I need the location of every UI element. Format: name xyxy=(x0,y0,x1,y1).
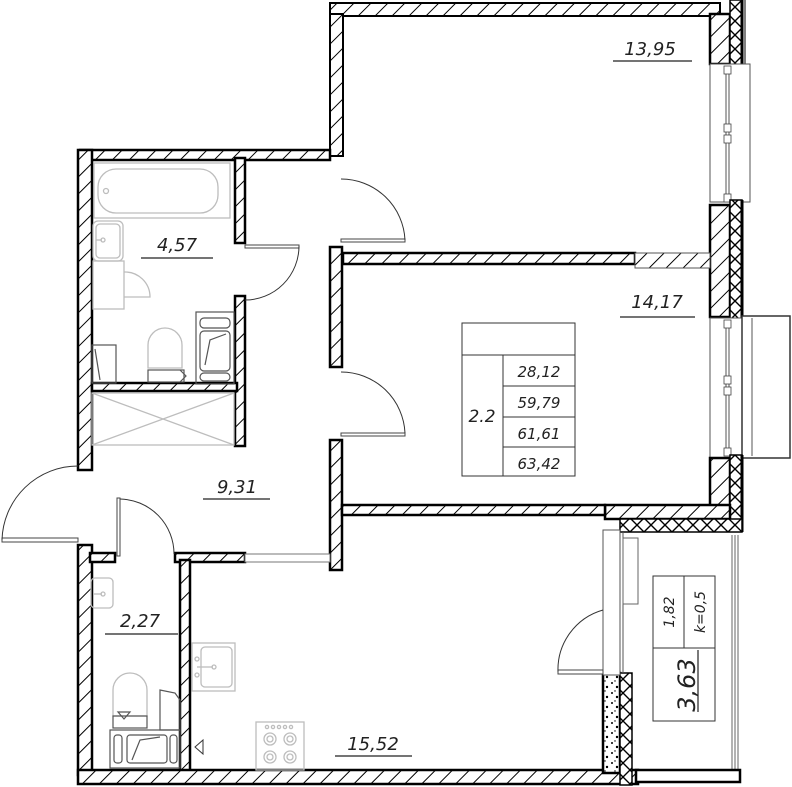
towel-dryer-icon xyxy=(195,311,235,385)
toilet-wc-icon xyxy=(112,672,148,729)
stove-icon xyxy=(255,721,305,771)
ventilation-shaft-icon xyxy=(91,392,235,446)
wall-right-pier-3 xyxy=(708,456,732,510)
balcony-door-glazing xyxy=(602,529,639,676)
doors xyxy=(1,178,604,675)
area-hallway: 9,31 xyxy=(217,477,257,498)
wall-bedroom1-bedroom2 xyxy=(341,251,637,266)
balcony-bottom-slab xyxy=(634,768,742,784)
partition-hall-kitchen xyxy=(244,553,331,563)
door-entrance[interactable] xyxy=(1,465,79,543)
room-label-bathroom: 4,57 xyxy=(141,235,213,259)
wall-bedroom2-bottom-outer xyxy=(603,503,732,521)
wall-bedroom2-left xyxy=(328,245,344,369)
fixtures xyxy=(90,162,305,771)
wall-bedroom2-left-lower xyxy=(328,438,344,572)
toilet-bathroom-icon xyxy=(147,327,187,383)
wc-radiator-icon xyxy=(109,729,181,769)
door-balcony[interactable] xyxy=(557,609,604,675)
door-bedroom-2[interactable] xyxy=(340,371,406,437)
french-balcony xyxy=(741,315,791,459)
balcony-outer-glazing xyxy=(731,535,739,770)
window-bedroom-2 xyxy=(709,315,791,459)
wall-balcony-parapet xyxy=(601,671,622,775)
wall-wc-top-left xyxy=(88,551,117,564)
door-bedroom-1[interactable] xyxy=(340,178,406,243)
wall-bedroom2-kitchen xyxy=(340,503,607,517)
cabinet-icon xyxy=(91,344,117,384)
wall-bathroom-right-lower xyxy=(233,294,247,448)
balcony-reduced-area: 1,82 xyxy=(662,596,678,627)
room-label-kitchen: 15,52 xyxy=(335,734,412,757)
area-bedroom-1: 13,95 xyxy=(624,39,676,60)
area-bedroom-2: 14,17 xyxy=(631,292,683,313)
room-label-hallway: 9,31 xyxy=(203,477,270,500)
wall-bathroom-top xyxy=(78,148,332,162)
wall-wc-right xyxy=(178,558,192,774)
wc-cabinet-icon xyxy=(159,689,181,731)
room-label-bedroom-2: 14,17 xyxy=(620,292,695,318)
total-area-full: 63,42 xyxy=(518,455,561,473)
insulation-bedroom2-bottom xyxy=(619,518,743,533)
area-balcony: 3,63 xyxy=(673,658,701,711)
door-wc[interactable] xyxy=(116,497,175,557)
washing-machine-icon xyxy=(92,260,151,310)
area-bathroom: 4,57 xyxy=(157,235,198,256)
apartment-type: 2.2 xyxy=(468,407,495,427)
total-area-no-balcony: 59,79 xyxy=(518,394,561,412)
bathroom-sink-icon xyxy=(92,220,124,262)
wall-bedroom1-bedroom2-thin xyxy=(634,252,711,269)
wall-bathroom-right-upper xyxy=(233,156,247,245)
wall-right-pier-2 xyxy=(708,203,732,319)
riser-marker-icon xyxy=(194,738,204,756)
balcony-coefficient: k=0,5 xyxy=(693,591,709,633)
area-wc: 2,27 xyxy=(120,611,161,632)
wall-bedroom1-left xyxy=(329,13,344,157)
wc-sink-icon xyxy=(90,577,114,609)
wall-right-pier-1 xyxy=(708,12,732,66)
room-label-wc: 2,27 xyxy=(105,611,178,635)
total-area-reduced: 61,61 xyxy=(518,425,561,443)
wall-bathroom-bottom xyxy=(90,381,239,393)
apartment-summary-table: 2.2 28,12 59,79 61,61 63,42 xyxy=(461,322,576,477)
balcony-area-table: 1,82 k=0,5 3,63 xyxy=(652,575,716,722)
area-labels: 13,95 14,17 4,57 9,31 2,27 15,52 xyxy=(105,39,695,757)
insulation-right-1 xyxy=(729,0,743,71)
walls xyxy=(76,0,791,786)
area-kitchen: 15,52 xyxy=(347,734,399,755)
door-bathroom[interactable] xyxy=(244,244,300,301)
kitchen-sink-icon xyxy=(191,642,236,692)
wall-bathroom-left xyxy=(76,148,94,472)
room-label-bedroom-1: 13,95 xyxy=(613,39,692,62)
wall-bottom xyxy=(76,768,640,786)
insulation-right-2 xyxy=(729,199,743,321)
window-bedroom-1 xyxy=(709,63,751,203)
insulation-balcony-left xyxy=(619,672,633,786)
bathtub-icon xyxy=(93,162,231,219)
living-area: 28,12 xyxy=(518,363,561,381)
wall-entry-left-lower xyxy=(76,543,94,777)
wall-top xyxy=(329,2,721,17)
